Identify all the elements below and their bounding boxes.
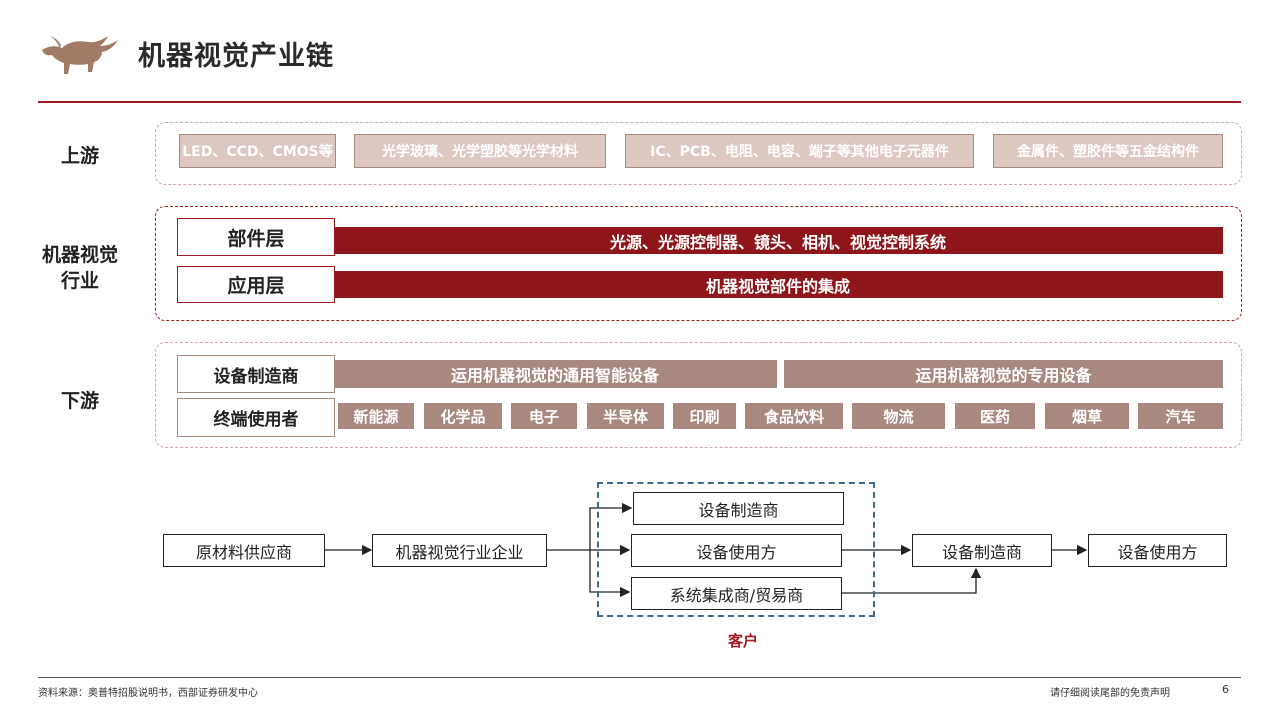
client-group-frame <box>597 482 875 617</box>
flow-client-maker: 设备制造商 <box>633 492 844 525</box>
end-user-industry: 医药 <box>955 403 1035 429</box>
end-user-industry: 烟草 <box>1045 403 1129 429</box>
general-equipment-bar: 运用机器视觉的通用智能设备 <box>333 360 777 388</box>
end-user-industry: 印刷 <box>673 403 736 429</box>
footer-divider <box>38 677 1241 678</box>
upstream-frame <box>155 122 1242 185</box>
footer-disclaimer: 请仔细阅读尾部的免责声明 <box>1050 688 1170 699</box>
upstream-item: 金属件、塑胶件等五金结构件 <box>993 134 1223 168</box>
row-label-downstream: 下游 <box>60 390 99 412</box>
page-title: 机器视觉产业链 <box>138 41 334 72</box>
flow-enterprise: 机器视觉行业企业 <box>372 534 547 567</box>
special-equipment-bar: 运用机器视觉的专用设备 <box>784 360 1223 388</box>
downstream-frame <box>155 342 1242 448</box>
title-divider <box>38 101 1241 103</box>
upstream-item: IC、PCB、电阻、电容、端子等其他电子元器件 <box>625 134 974 168</box>
client-label: 客户 <box>727 632 758 650</box>
application-layer-bar: 机器视觉部件的集成 <box>333 271 1223 298</box>
end-user-industry: 化学品 <box>424 403 502 429</box>
component-layer-label: 部件层 <box>177 218 335 256</box>
footer-source: 资料来源：奥普特招股说明书，西部证券研发中心 <box>38 688 258 699</box>
industry-frame <box>155 206 1242 321</box>
component-layer-bar: 光源、光源控制器、镜头、相机、视觉控制系统 <box>333 227 1223 254</box>
upstream-item: 光学玻璃、光学塑胶等光学材料 <box>354 134 606 168</box>
row-label-upstream: 上游 <box>60 145 99 167</box>
flow-end-maker: 设备制造商 <box>912 534 1052 567</box>
flow-supplier: 原材料供应商 <box>163 534 325 567</box>
flow-end-user: 设备使用方 <box>1088 534 1227 567</box>
page-number: 6 <box>1222 683 1229 696</box>
bull-logo-icon <box>42 36 118 74</box>
end-user-industry: 汽车 <box>1138 403 1223 429</box>
flow-client-user: 设备使用方 <box>631 534 842 567</box>
row-label-industry: 机器视觉 行业 <box>41 244 118 292</box>
end-user-industry: 物流 <box>852 403 945 429</box>
end-user-industry: 新能源 <box>338 403 414 429</box>
end-user-label: 终端使用者 <box>177 398 335 437</box>
end-user-industry: 电子 <box>511 403 577 429</box>
application-layer-label: 应用层 <box>177 266 335 303</box>
end-user-industry: 食品饮料 <box>745 403 843 429</box>
equipment-maker-label: 设备制造商 <box>177 355 335 393</box>
flow-client-integrator: 系统集成商/贸易商 <box>631 577 842 610</box>
end-user-industry: 半导体 <box>587 403 664 429</box>
upstream-item: LED、CCD、CMOS等 <box>179 134 336 168</box>
